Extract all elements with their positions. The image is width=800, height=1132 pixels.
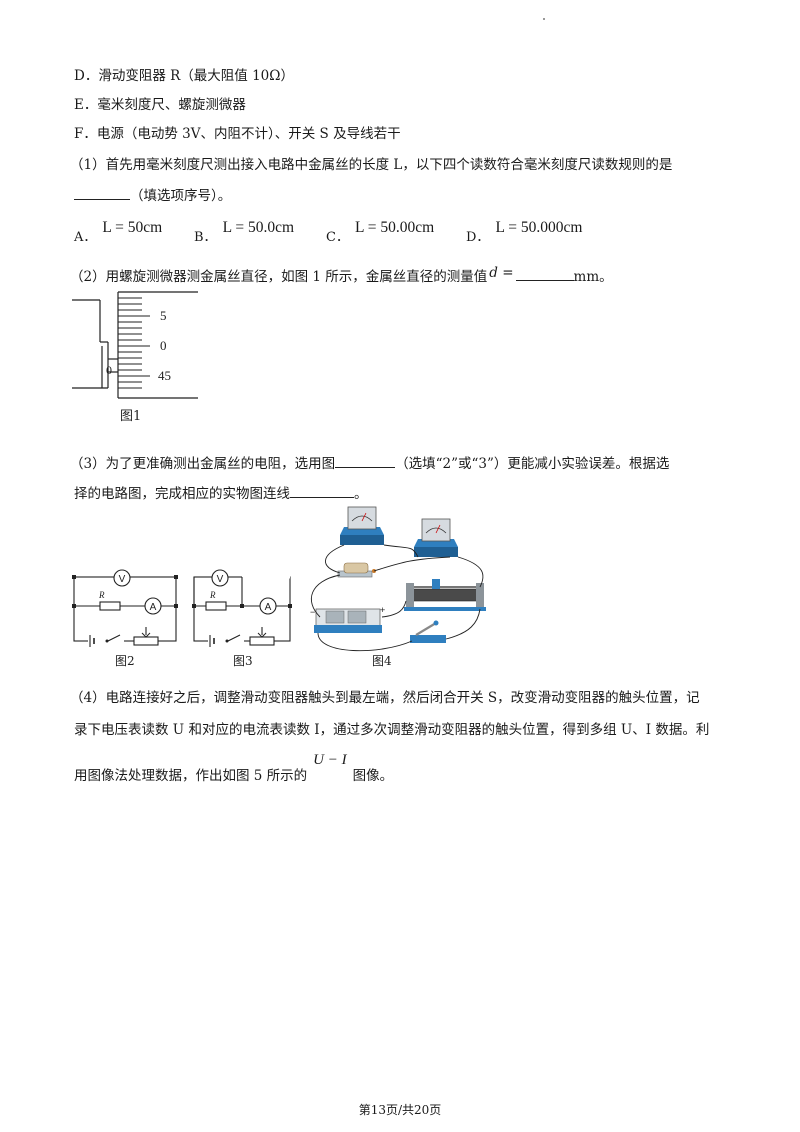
micrometer-label-45: 45 bbox=[158, 368, 171, 383]
q3-text-line1: （3）为了更准确测出金属丝的电阻，选用图（选填“2”或“3”）更能减小实验误差。… bbox=[70, 455, 670, 472]
fig2-resistor-label: R bbox=[98, 590, 105, 600]
fig2-ammeter-label: A bbox=[150, 602, 157, 613]
metal-wire-resistor bbox=[337, 562, 376, 578]
figure-2-caption: 图2 bbox=[115, 654, 135, 668]
item-e: E．毫米刻度尺、螺旋测微器 bbox=[74, 97, 246, 113]
q3-answer-blank-1[interactable] bbox=[335, 455, 396, 468]
svg-text:+: + bbox=[380, 605, 385, 615]
micrometer-label-0: 0 bbox=[160, 338, 167, 353]
svg-text:−: − bbox=[310, 607, 315, 617]
battery-box: − + bbox=[310, 605, 385, 633]
ammeter-device bbox=[414, 518, 458, 557]
q1-text-line1: （1）首先用毫米刻度尺测出接入电路中金属丝的长度 L，以下四个读数符合毫米刻度尺… bbox=[70, 157, 673, 173]
voltmeter-device bbox=[340, 506, 384, 545]
page-footer: 第13页/共20页 bbox=[358, 1103, 442, 1117]
figure-2-circuit: V A R 图2 bbox=[72, 569, 178, 668]
fig3-ammeter-label: A bbox=[265, 602, 272, 613]
q3-text-line2: 择的电路图，完成相应的实物图连线。 bbox=[74, 485, 368, 502]
fig3-voltmeter-label: V bbox=[217, 574, 224, 585]
figure-4-caption: 图4 bbox=[372, 654, 392, 668]
figure-3-caption: 图3 bbox=[233, 654, 253, 668]
slide-rheostat bbox=[404, 579, 486, 611]
micrometer-main-zero: 0 bbox=[106, 363, 112, 377]
q1-option-a: A．L = 50cm bbox=[74, 219, 163, 245]
micrometer-label-5: 5 bbox=[160, 308, 167, 323]
scan-dot bbox=[543, 18, 545, 20]
q1-answer-blank[interactable] bbox=[74, 187, 130, 200]
q3-answer-blank-2[interactable] bbox=[290, 485, 354, 498]
fig3-resistor-label: R bbox=[209, 590, 216, 600]
switch-device bbox=[410, 620, 446, 643]
figure-1-caption: 图1 bbox=[120, 409, 141, 423]
item-f: F．电源（电动势 3V、内阻不计）、开关 S 及导线若干 bbox=[74, 126, 401, 142]
figure-1-micrometer: 5 0 45 0 图1 bbox=[72, 291, 198, 423]
q4-text-line3: 用图像法处理数据，作出如图 5 所示的U − I图像。 bbox=[74, 752, 394, 784]
figure-3-circuit: V A R 图3 bbox=[192, 569, 292, 668]
q1-option-b: B．L = 50.0cm bbox=[194, 219, 295, 245]
figure-4-apparatus: − + 图4 bbox=[310, 506, 486, 668]
q4-formula: U − I bbox=[313, 752, 347, 768]
q4-text-line2: 录下电压表读数 U 和对应的电流表读数 I，通过多次调整滑动变阻器的触头位置，得… bbox=[74, 722, 710, 738]
q1-text-line2: （填选项序号）。 bbox=[74, 184, 231, 204]
q2-answer-blank[interactable] bbox=[515, 268, 574, 281]
q1-option-c: C．L = 50.00cm bbox=[326, 219, 435, 245]
q1-option-d: D．L = 50.000cm bbox=[466, 219, 583, 245]
q4-text-line1: （4）电路连接好之后，调整滑动变阻器触头到最左端，然后闭合开关 S，改变滑动变阻… bbox=[70, 690, 700, 706]
fig2-voltmeter-label: V bbox=[119, 574, 126, 585]
item-d: D．滑动变阻器 R（最大阻值 10Ω） bbox=[74, 68, 294, 84]
